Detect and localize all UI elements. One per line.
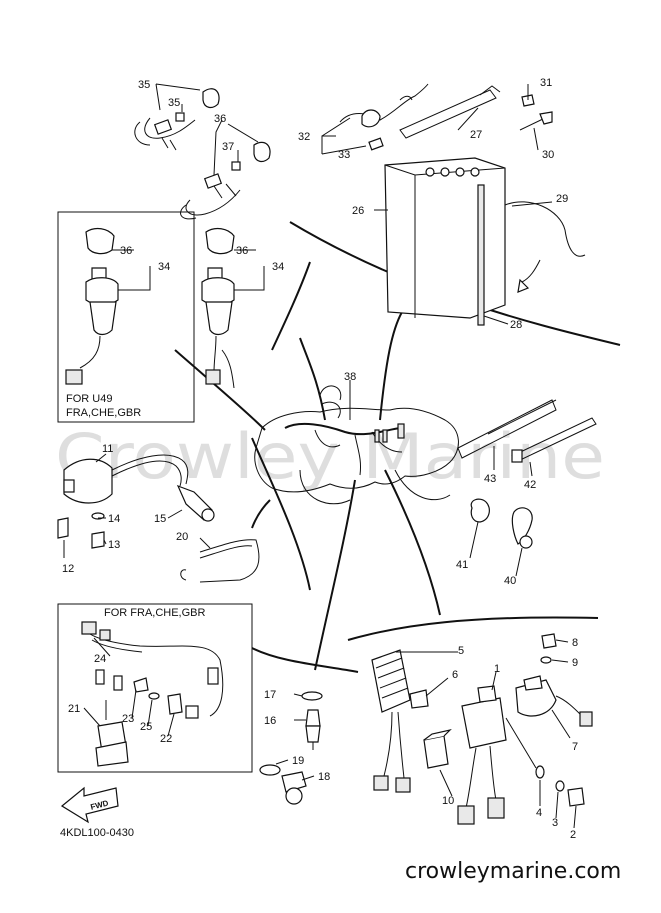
callout-33: 33	[338, 149, 350, 161]
callout-41: 40	[504, 575, 516, 587]
wire-harness[interactable]	[254, 385, 459, 505]
callout-23: 23	[122, 713, 134, 725]
callout-39: 37	[222, 141, 234, 153]
callout-labels: 35 35 36 37 31 32 33 27 30 26 29 28 36 3…	[62, 77, 578, 841]
callout-42: 41	[456, 559, 468, 571]
wire-lead-36[interactable]	[134, 88, 220, 151]
callout-31: 31	[540, 77, 552, 89]
callout-10: 10	[442, 795, 454, 807]
callout-6: 6	[452, 669, 458, 681]
callout-13: 13	[108, 539, 120, 551]
fwd-arrow: FWD	[60, 786, 119, 824]
callout-25: 25	[140, 721, 152, 733]
callout-37: 35	[168, 97, 180, 109]
option-box-fra-che-gbr: FOR FRA,CHE,GBR	[57, 603, 253, 773]
sub-harness-24[interactable]	[81, 621, 224, 719]
rectifier-regulator-icon[interactable]	[371, 649, 411, 793]
callout-35a: 36	[120, 245, 132, 257]
callout-16: 16	[264, 715, 276, 727]
callout-2: 2	[570, 829, 576, 841]
bolt-30-31[interactable]	[519, 94, 553, 131]
battery-band-27[interactable]	[399, 85, 501, 139]
callout-38: 36	[214, 113, 226, 125]
spark-plug-icon[interactable]	[301, 691, 323, 750]
callout-7: 7	[572, 741, 578, 753]
battery-icon[interactable]	[384, 157, 586, 326]
callout-30: 30	[542, 149, 554, 161]
callout-3: 3	[552, 817, 558, 829]
callout-11: 11	[102, 443, 113, 455]
callout-24: 24	[94, 653, 106, 665]
option-box-u49: FOR U49 FRA,CHE,GBR	[57, 211, 195, 423]
thermo-switch-icon[interactable]	[259, 764, 307, 805]
bolt-12-13-14[interactable]	[57, 512, 105, 549]
screw-6[interactable]	[409, 689, 429, 709]
sector-lines	[174, 221, 621, 673]
ignition-coil-icon[interactable]	[63, 454, 215, 522]
callout-43: 42	[524, 479, 536, 491]
callout-34b: 34	[272, 261, 284, 273]
wire-lead-38[interactable]	[180, 141, 271, 220]
callout-19: 19	[292, 755, 304, 767]
callout-28: 28	[510, 319, 522, 331]
cdi-unit-icon[interactable]	[457, 685, 507, 825]
leader-lines	[63, 83, 577, 829]
main-switch-icon[interactable]	[201, 227, 235, 389]
callout-18: 18	[318, 771, 330, 783]
callout-17: 17	[264, 689, 276, 701]
callout-12: 12	[62, 563, 74, 575]
callout-32: 32	[298, 131, 310, 143]
callout-44: 43	[484, 473, 496, 485]
callout-5: 5	[458, 645, 464, 657]
screw-22-25[interactable]	[133, 677, 183, 715]
hardware-2-4-8-9[interactable]	[535, 633, 585, 807]
band-icon[interactable]	[457, 399, 597, 549]
sensor-7[interactable]	[515, 675, 593, 727]
callout-14: 14	[108, 513, 120, 525]
callout-29: 29	[556, 193, 568, 205]
callout-40: 38	[344, 371, 356, 383]
callout-27: 27	[470, 129, 482, 141]
site-url[interactable]: crowleymarine.com	[405, 859, 621, 884]
callout-1: 1	[494, 663, 500, 675]
callout-34a: 34	[158, 261, 170, 273]
fuse-lead-32[interactable]	[339, 83, 429, 151]
callout-20: 20	[176, 531, 188, 543]
callout-22: 22	[160, 733, 172, 745]
callout-35b: 36	[236, 245, 248, 257]
callout-9: 9	[572, 657, 578, 669]
relay-icon[interactable]	[95, 700, 129, 767]
callout-26: 26	[352, 205, 364, 217]
main-switch-icon[interactable]	[65, 227, 119, 385]
box1-caption-line2: FRA,CHE,GBR	[66, 407, 141, 419]
callout-4: 4	[536, 807, 542, 819]
lead-wire-20[interactable]	[180, 539, 260, 583]
relay-icon[interactable]	[423, 728, 452, 769]
callout-36: 35	[138, 79, 150, 91]
box2-caption: FOR FRA,CHE,GBR	[104, 607, 206, 619]
callout-21: 21	[68, 703, 80, 715]
box1-caption-line1: FOR U49	[66, 393, 112, 405]
diagram-code: 4KDL100-0430	[60, 827, 134, 839]
fwd-label: FWD	[90, 799, 110, 812]
callout-8: 8	[572, 637, 578, 649]
callout-15: 15	[154, 513, 166, 525]
